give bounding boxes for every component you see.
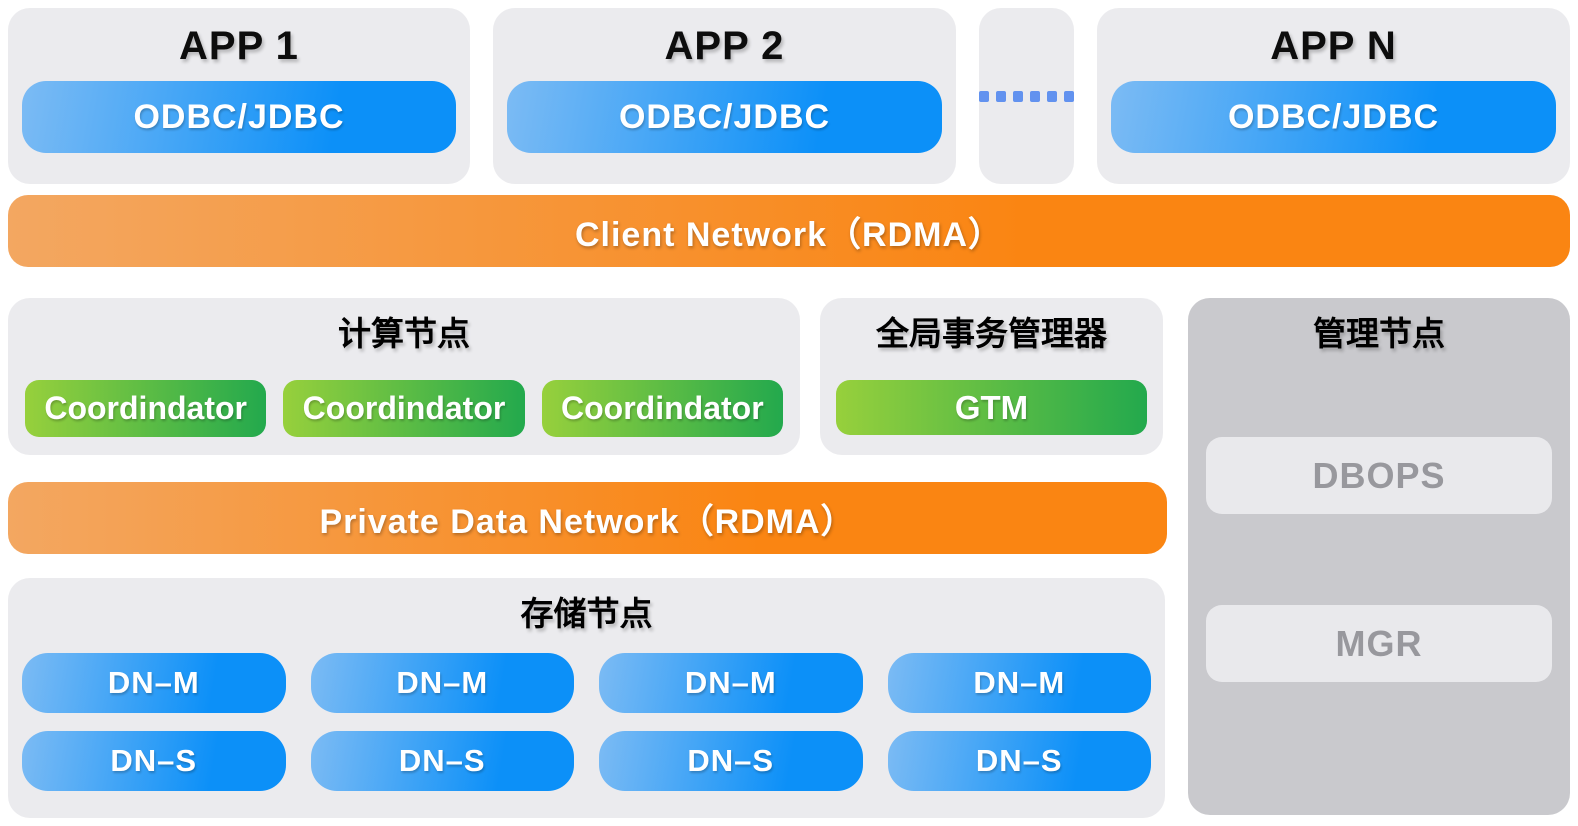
coordinator-block: Coordindator [541, 380, 783, 437]
ellipsis-dot [979, 90, 989, 102]
coordinator-block: Coordindator [283, 380, 525, 437]
ellipsis-dot [1047, 90, 1057, 102]
app-2-odbc-jdbc-block: ODBC/JDBC [507, 81, 942, 153]
compute-node-title: 计算节点 [338, 315, 470, 352]
dn-master-block: DN–M [310, 653, 574, 713]
gtm-panel-title: 全局事务管理器 [876, 315, 1107, 352]
storage-node-panel: 存储节点 DN–M DN–M DN–M DN–M DN–S DN–S DN–S … [8, 578, 1165, 818]
compute-node-panel: 计算节点 Coordindator Coordindator Coordinda… [8, 298, 800, 455]
private-data-network-bar: Private Data Network（RDMA） [8, 482, 1167, 554]
dn-standby-block: DN–S [22, 731, 286, 791]
dn-master-block: DN–M [599, 653, 863, 713]
dn-master-block: DN–M [22, 653, 286, 713]
storage-node-title: 存储节点 [520, 595, 653, 632]
apps-ellipsis-card [979, 8, 1074, 184]
app-1-odbc-jdbc-block: ODBC/JDBC [22, 81, 456, 153]
ellipsis-dot [996, 90, 1006, 102]
client-network-bar: Client Network（RDMA） [8, 195, 1570, 267]
dbops-block: DBOPS [1206, 437, 1552, 514]
gtm-block: GTM [836, 380, 1147, 435]
dn-master-row: DN–M DN–M DN–M DN–M [8, 653, 1165, 713]
app-n-title: APP N [1270, 24, 1397, 68]
app-1-title: APP 1 [179, 24, 299, 68]
dn-master-block: DN–M [887, 653, 1151, 713]
gtm-panel: 全局事务管理器 GTM [820, 298, 1163, 455]
app-n-card: APP N ODBC/JDBC [1097, 8, 1570, 184]
app-2-card: APP 2 ODBC/JDBC [493, 8, 956, 184]
management-node-title: 管理节点 [1313, 315, 1445, 352]
dn-standby-block: DN–S [599, 731, 863, 791]
coordinator-row: Coordindator Coordindator Coordindator [8, 380, 800, 437]
dn-standby-block: DN–S [310, 731, 574, 791]
app-n-odbc-jdbc-block: ODBC/JDBC [1111, 81, 1556, 153]
application-layer: APP 1 ODBC/JDBC APP 2 ODBC/JDBC APP N OD… [8, 8, 1570, 184]
coordinator-block: Coordindator [25, 380, 267, 437]
management-node-panel: 管理节点 DBOPS MGR [1188, 298, 1570, 815]
dn-standby-block: DN–S [887, 731, 1151, 791]
app-1-card: APP 1 ODBC/JDBC [8, 8, 470, 184]
ellipsis-dot [1030, 90, 1040, 102]
ellipsis-dot [1013, 90, 1023, 102]
ellipsis-dot [1064, 90, 1074, 102]
dn-standby-row: DN–S DN–S DN–S DN–S [8, 731, 1165, 791]
mgr-block: MGR [1206, 605, 1552, 682]
app-2-title: APP 2 [664, 24, 785, 68]
